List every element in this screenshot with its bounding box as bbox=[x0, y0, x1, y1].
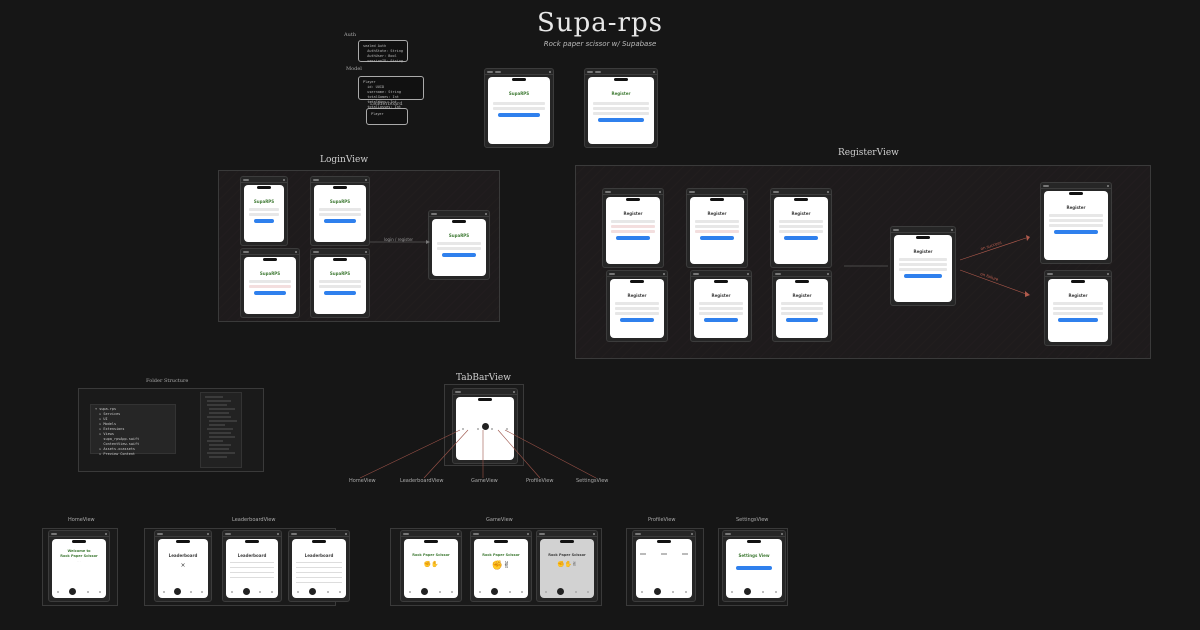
leaderboard-phone: Leaderboard bbox=[288, 530, 350, 602]
settings-view-label: SettingsView bbox=[736, 517, 769, 523]
login-screen-preview: SupaRPS · bbox=[484, 68, 554, 148]
register-screen-preview: Register bbox=[584, 68, 658, 148]
game-phone: Rock Paper Scissor✊✌ bbox=[470, 530, 532, 602]
home-screen-title: Welcome to Rock Paper Scissor bbox=[60, 549, 98, 558]
home-phone: Welcome to Rock Paper Scissor· · · bbox=[48, 530, 110, 602]
home-view-label: HomeView bbox=[68, 517, 95, 523]
profile-view-label: ProfileView bbox=[648, 517, 676, 523]
login-view-label: LoginView bbox=[320, 155, 369, 165]
tab-target-home: HomeView bbox=[349, 478, 376, 484]
game-view-label: GameView bbox=[486, 517, 513, 523]
tab-target-leaderboard: LeaderboardView bbox=[400, 478, 444, 484]
diagram-title: Supa-rps bbox=[537, 8, 663, 38]
code-panel bbox=[200, 392, 242, 468]
tab-target-game: GameView bbox=[471, 478, 498, 484]
game-phone: Rock Paper Scissor✊✋ bbox=[400, 530, 462, 602]
tab-target-profile: ProfileView bbox=[526, 478, 554, 484]
tabbar-phone bbox=[452, 388, 518, 464]
leaderboard-screen-title: Leaderboard bbox=[168, 553, 198, 558]
leaderboard-screen-title: Leaderboard bbox=[304, 553, 334, 558]
settings-phone: Settings View bbox=[722, 530, 786, 602]
tab-target-arrows bbox=[359, 429, 597, 479]
leaderboard-phone: Leaderboard bbox=[222, 530, 282, 602]
leaderboard-phone: Leaderboard× bbox=[154, 530, 212, 602]
leaderboard-view-label: LeaderboardView bbox=[232, 517, 276, 523]
game-phone: Rock Paper Scissor✊✋✌ bbox=[536, 530, 598, 602]
leaderboard-note: Player bbox=[366, 108, 408, 125]
game-screen-title: Rock Paper Scissor bbox=[482, 553, 520, 557]
register-state-phone: Register bbox=[690, 270, 752, 342]
auth-note: sealed Auth AuthState: String AuthUser: … bbox=[358, 40, 408, 63]
login-screen-title: SupaRPS bbox=[508, 91, 530, 96]
register-state-phone: Register bbox=[772, 270, 832, 342]
login-state-phone: SupaRPS bbox=[310, 176, 370, 246]
leaderboard-label: Leaderboard bbox=[370, 101, 403, 107]
register-state-phone: Register bbox=[606, 270, 668, 342]
login-flow-arrow bbox=[370, 240, 430, 244]
register-main-phone: Register bbox=[890, 226, 956, 306]
game-screen-title: Rock Paper Scissor bbox=[548, 553, 586, 557]
game-screen-title: Rock Paper Scissor bbox=[412, 553, 450, 557]
tabbar-view-label: TabBarView bbox=[456, 373, 511, 383]
diagram-subtitle: Rock paper scissor w/ Supabase bbox=[543, 40, 657, 48]
register-error-phone: Register bbox=[1044, 270, 1112, 346]
register-screen-title: Register bbox=[611, 91, 631, 96]
folder-structure-label: Folder Structure bbox=[146, 378, 189, 384]
login-state-phone: SupaRPS bbox=[310, 248, 370, 318]
login-result-phone: SupaRPS bbox=[428, 210, 490, 280]
register-state-phone: Register bbox=[602, 188, 664, 268]
model-note: Player id: UUID username: String totalGa… bbox=[358, 76, 424, 109]
model-label: Model bbox=[346, 66, 362, 72]
auth-label: Auth bbox=[344, 32, 357, 38]
register-success-phone: Register bbox=[1040, 182, 1112, 264]
register-state-phone: Register bbox=[770, 188, 832, 268]
register-view-label: RegisterView bbox=[838, 148, 899, 158]
login-flow-label: login / register bbox=[384, 237, 414, 242]
login-state-phone: SupaRPS bbox=[240, 176, 288, 246]
tab-target-settings: SettingsView bbox=[576, 478, 609, 484]
settings-screen-title: Settings View bbox=[738, 553, 770, 558]
folder-tree: ▾ supa-rps ▸ Services ▸ UI ▸ Models ▸ Ex… bbox=[95, 407, 140, 456]
folder-tree-panel: ▾ supa-rps ▸ Services ▸ UI ▸ Models ▸ Ex… bbox=[90, 404, 176, 456]
leaderboard-screen-title: Leaderboard bbox=[237, 553, 267, 558]
profile-phone bbox=[632, 530, 696, 602]
login-state-phone: SupaRPS bbox=[240, 248, 300, 318]
register-state-phone: Register bbox=[686, 188, 748, 268]
register-flow-arrows bbox=[844, 235, 1030, 297]
